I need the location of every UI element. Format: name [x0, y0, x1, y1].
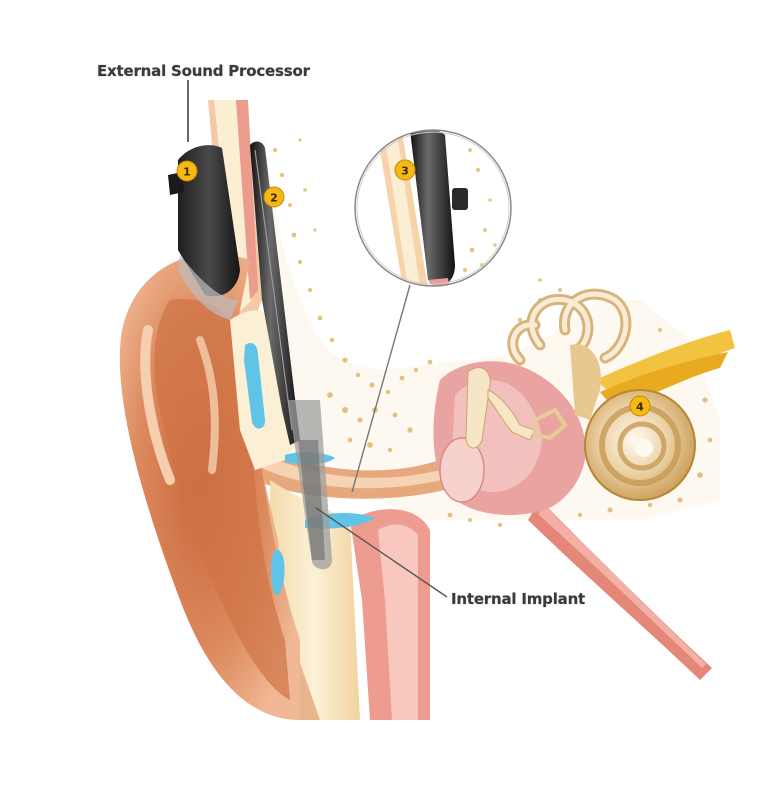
badge-1: 1 — [176, 160, 198, 182]
badge-4: 4 — [629, 395, 651, 417]
leader-line-inset — [351, 284, 411, 493]
badge-3: 3 — [394, 159, 416, 181]
middle-ear — [433, 361, 586, 515]
magnified-inset — [354, 129, 512, 287]
eustachian-tube — [528, 500, 712, 680]
leader-line-internal — [315, 507, 448, 598]
inner-ear — [507, 288, 735, 501]
outer-ear-pinna — [119, 253, 300, 720]
svg-text:1: 1 — [183, 166, 191, 179]
transmitter-coil — [250, 141, 300, 445]
internal-implant-label: Internal Implant — [451, 590, 586, 608]
external-sound-processor-label: External Sound Processor — [97, 62, 310, 80]
electrode-array — [288, 400, 332, 570]
svg-text:4: 4 — [636, 401, 644, 414]
svg-text:2: 2 — [270, 192, 278, 205]
svg-text:3: 3 — [401, 165, 409, 178]
badge-2: 2 — [263, 186, 285, 208]
jugular-vessel — [350, 509, 430, 720]
